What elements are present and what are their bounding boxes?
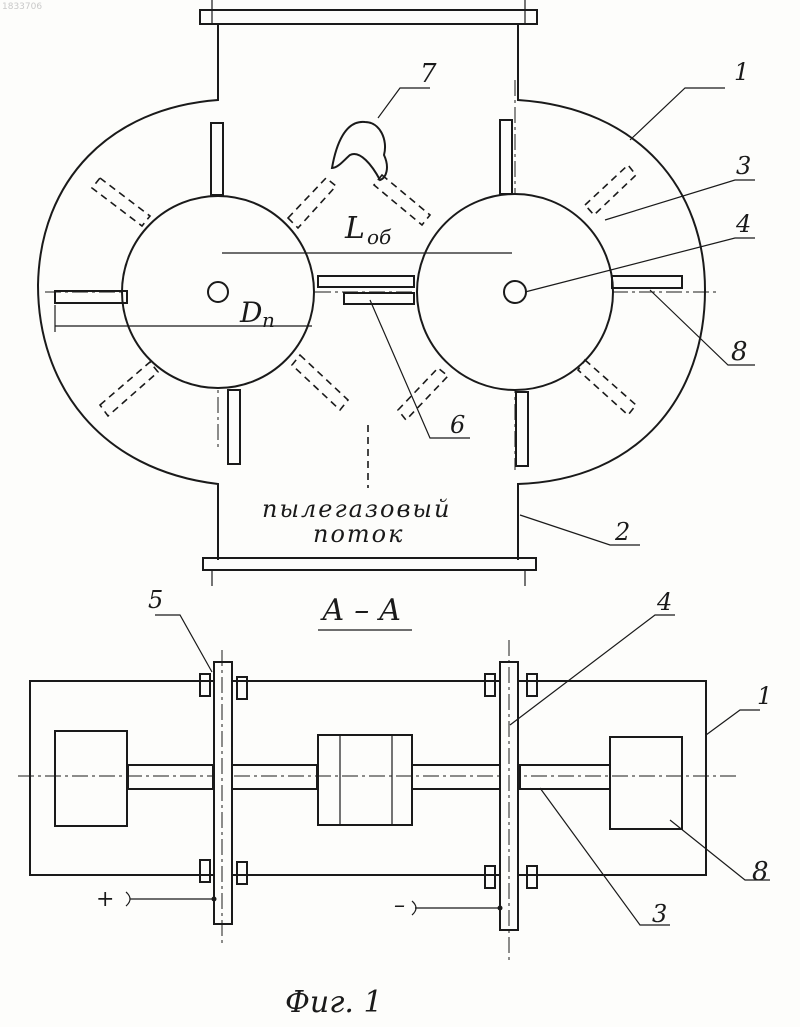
section-insulators: [200, 674, 537, 888]
right-disc-electrode: [417, 194, 613, 390]
flow-label-line1: пылегазовый: [262, 495, 451, 523]
section-shaft-mid-left: [232, 765, 317, 789]
plus-terminal: +: [96, 887, 114, 912]
label-5: 5: [148, 586, 163, 614]
section-label: А – А: [320, 593, 402, 628]
label-3-top: 3: [736, 152, 751, 180]
electrical-leads: [126, 892, 503, 915]
label-3-bottom: 3: [652, 900, 667, 928]
dust-deposit: [332, 122, 387, 180]
corner-number: 1833706: [2, 2, 42, 12]
section-block-center: [318, 735, 412, 825]
left-disc-electrode: [122, 196, 314, 388]
section-shaft-right: [520, 765, 610, 789]
section-shaft-mid-right: [412, 765, 500, 789]
figure-caption: Фиг. 1: [285, 985, 383, 1020]
section-disc-left: [214, 662, 232, 924]
label-2: 2: [614, 518, 630, 546]
label-6: 6: [450, 411, 465, 439]
label-D-subscript: п: [262, 308, 275, 332]
label-D: D: [239, 296, 262, 329]
label-L: L: [344, 211, 365, 246]
label-7: 7: [420, 59, 437, 89]
label-1-bottom: 1: [757, 682, 772, 710]
label-8-top: 8: [731, 337, 748, 367]
label-L-subscript: об: [367, 225, 392, 249]
flow-label-line2: поток: [313, 520, 404, 548]
section-housing: [30, 681, 706, 875]
label-8-bottom: 8: [752, 857, 769, 887]
label-4-top: 4: [735, 210, 751, 238]
label-1-top: 1: [734, 58, 749, 86]
section-block-left: [55, 731, 127, 826]
bottom-flange: [203, 558, 536, 570]
minus-terminal: –: [394, 893, 405, 918]
section-shaft-left: [128, 765, 213, 789]
top-flange: [200, 10, 537, 24]
section-block-right: [610, 737, 682, 829]
label-4-bottom: 4: [656, 588, 672, 616]
